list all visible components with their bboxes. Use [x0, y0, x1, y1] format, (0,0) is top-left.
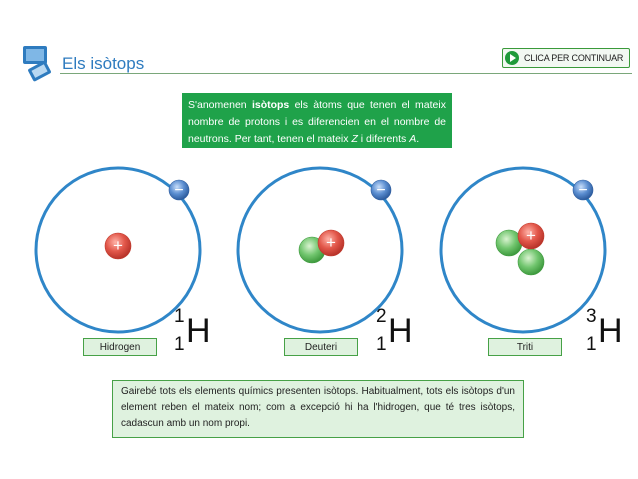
proton-sign: +	[326, 233, 336, 252]
isotope-label-hidrogen: Hidrogen	[83, 338, 157, 356]
app-logo-icon	[20, 44, 60, 84]
definition-text: i diferents	[357, 133, 410, 145]
element-symbol: H	[598, 312, 623, 350]
isotope-label-triti: Triti	[488, 338, 562, 356]
neutron-triti-2	[517, 248, 545, 276]
notation-deuteri: 2 1 H	[376, 306, 436, 358]
proton-deuteri: +	[317, 229, 345, 257]
electron-triti: −	[572, 179, 594, 201]
page-title: Els isòtops	[62, 54, 145, 73]
definition-text: S'anomenen	[188, 99, 252, 111]
proton-hidrogen: +	[104, 232, 132, 260]
electron-hidrogen: −	[168, 179, 190, 201]
electron-sign: −	[174, 182, 183, 199]
electron-sign: −	[578, 182, 587, 199]
definition-text: els àtoms que tenen el mateix nombre de …	[188, 99, 446, 145]
proton-sign: +	[526, 226, 536, 245]
proton-sign: +	[113, 236, 123, 255]
definition-a: A	[409, 133, 417, 145]
definition-term: isòtops	[251, 99, 290, 111]
definition-text: .	[416, 133, 420, 145]
continue-button-label: CLICA PER CONTINUAR	[524, 53, 624, 63]
atomic-number: 1	[376, 334, 387, 355]
explanation-box: Gairebé tots els elements químics presen…	[112, 380, 524, 438]
atomic-number: 1	[174, 334, 185, 355]
orbit-triti	[439, 166, 607, 334]
mass-number: 3	[586, 306, 597, 327]
mass-number: 1	[174, 306, 185, 327]
element-symbol: H	[186, 312, 211, 350]
atomic-number: 1	[586, 334, 597, 355]
definition-box: S'anomenen isòtops els àtoms que tenen e…	[182, 93, 452, 148]
definition-z: Z	[351, 133, 358, 145]
isotope-label-deuteri: Deuteri	[284, 338, 358, 356]
notation-hidrogen: 1 1 H	[174, 306, 234, 358]
title-divider	[60, 73, 632, 74]
electron-sign: −	[376, 182, 385, 199]
orbit-hidrogen	[34, 166, 202, 334]
proton-triti: +	[517, 222, 545, 250]
continue-button[interactable]: CLICA PER CONTINUAR	[502, 48, 630, 68]
notation-triti: 3 1 H	[586, 306, 638, 358]
play-icon	[505, 51, 519, 65]
mass-number: 2	[376, 306, 387, 327]
orbit-deuteri	[236, 166, 404, 334]
element-symbol: H	[388, 312, 413, 350]
electron-deuteri: −	[370, 179, 392, 201]
